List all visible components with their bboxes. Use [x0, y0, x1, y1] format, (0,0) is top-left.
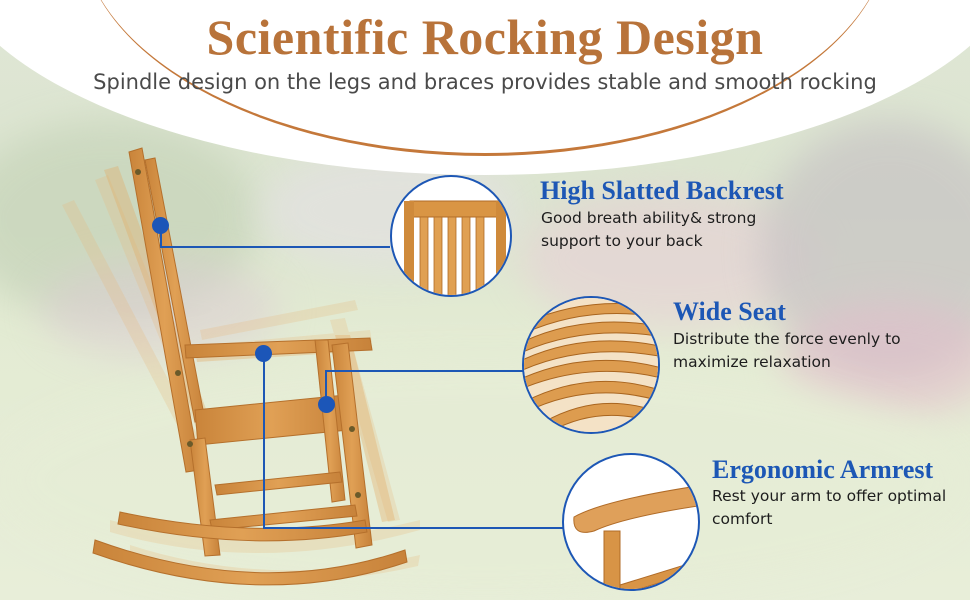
backrest-closeup-icon	[404, 200, 506, 295]
armrest-closeup-icon	[573, 485, 698, 589]
seat-connector-line	[325, 370, 523, 405]
feature-desc-armrest: Rest your arm to offer optimal comfort	[712, 487, 947, 528]
page-title: Scientific Rocking Design	[206, 9, 764, 65]
header-divider-arc	[80, 0, 890, 156]
seat-closeup-icon	[524, 298, 658, 432]
armrest-marker-dot	[255, 345, 272, 362]
feature-title-seat: Wide Seat	[673, 297, 786, 326]
feature-desc-backrest: Good breath ability& strong support to y…	[541, 209, 757, 250]
backrest-closeup-lens	[390, 175, 512, 297]
seat-marker-dot	[318, 396, 335, 413]
feature-title-backrest: High Slatted Backrest	[540, 176, 784, 205]
armrest-connector-line	[263, 353, 563, 529]
armrest-closeup-lens	[562, 453, 700, 591]
feature-desc-seat: Distribute the force evenly to maximize …	[673, 330, 901, 371]
backrest-connector-line	[160, 225, 390, 248]
backrest-marker-dot	[152, 217, 169, 234]
feature-title-armrest: Ergonomic Armrest	[712, 455, 934, 484]
page-subtitle: Spindle design on the legs and braces pr…	[93, 70, 877, 94]
seat-closeup-lens	[522, 296, 660, 434]
